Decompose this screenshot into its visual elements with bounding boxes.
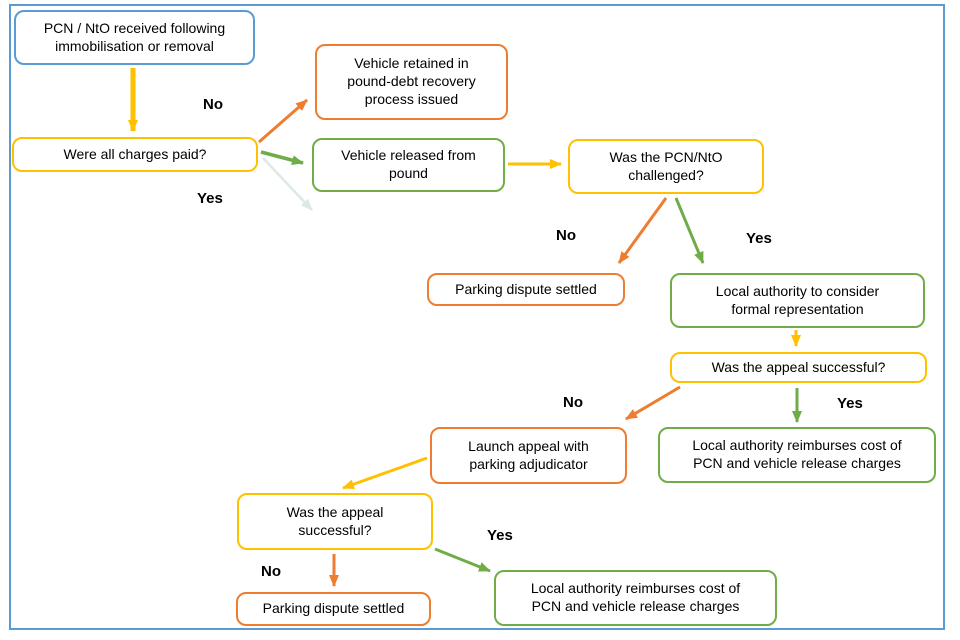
arrow-faint-unused bbox=[262, 157, 313, 211]
arrow-charges-yes bbox=[260, 150, 304, 166]
arrow-charges-no bbox=[258, 98, 308, 144]
node-appeal-successful-2: Was the appeal successful? bbox=[237, 493, 433, 550]
edge-label-charges-yes: Yes bbox=[197, 190, 223, 207]
node-formal-representation: Local authority to consider formal repre… bbox=[670, 273, 925, 328]
node-vehicle-released: Vehicle released from pound bbox=[312, 138, 505, 192]
edge-label-appeal1-no: No bbox=[563, 394, 583, 411]
edge-label-challenged-no: No bbox=[556, 227, 576, 244]
arrow-launch-to-appeal2 bbox=[342, 456, 428, 490]
node-reimburse-2: Local authority reimburses cost of PCN a… bbox=[494, 570, 777, 626]
node-dispute-settled-1: Parking dispute settled bbox=[427, 273, 625, 306]
node-appeal-successful-1: Was the appeal successful? bbox=[670, 352, 927, 383]
node-vehicle-retained: Vehicle retained in pound-debt recovery … bbox=[315, 44, 508, 120]
arrow-challenged-no bbox=[617, 197, 668, 264]
node-were-charges-paid: Were all charges paid? bbox=[12, 137, 258, 172]
edge-label-appeal2-yes: Yes bbox=[487, 527, 513, 544]
node-pcn-challenged: Was the PCN/NtO challenged? bbox=[568, 139, 764, 194]
node-launch-appeal: Launch appeal with parking adjudicator bbox=[430, 427, 627, 484]
edge-label-charges-no: No bbox=[203, 96, 223, 113]
node-dispute-settled-2: Parking dispute settled bbox=[236, 592, 431, 626]
node-reimburse-1: Local authority reimburses cost of PCN a… bbox=[658, 427, 936, 483]
arrow-challenged-yes bbox=[674, 197, 705, 264]
edge-label-appeal1-yes: Yes bbox=[837, 395, 863, 412]
arrow-appeal1-no bbox=[625, 385, 681, 421]
edge-label-challenged-yes: Yes bbox=[746, 230, 772, 247]
edge-label-appeal2-no: No bbox=[261, 563, 281, 580]
outer-frame bbox=[9, 4, 945, 630]
node-pcn-received: PCN / NtO received following immobilisat… bbox=[14, 10, 255, 65]
arrow-appeal2-yes bbox=[434, 547, 491, 573]
